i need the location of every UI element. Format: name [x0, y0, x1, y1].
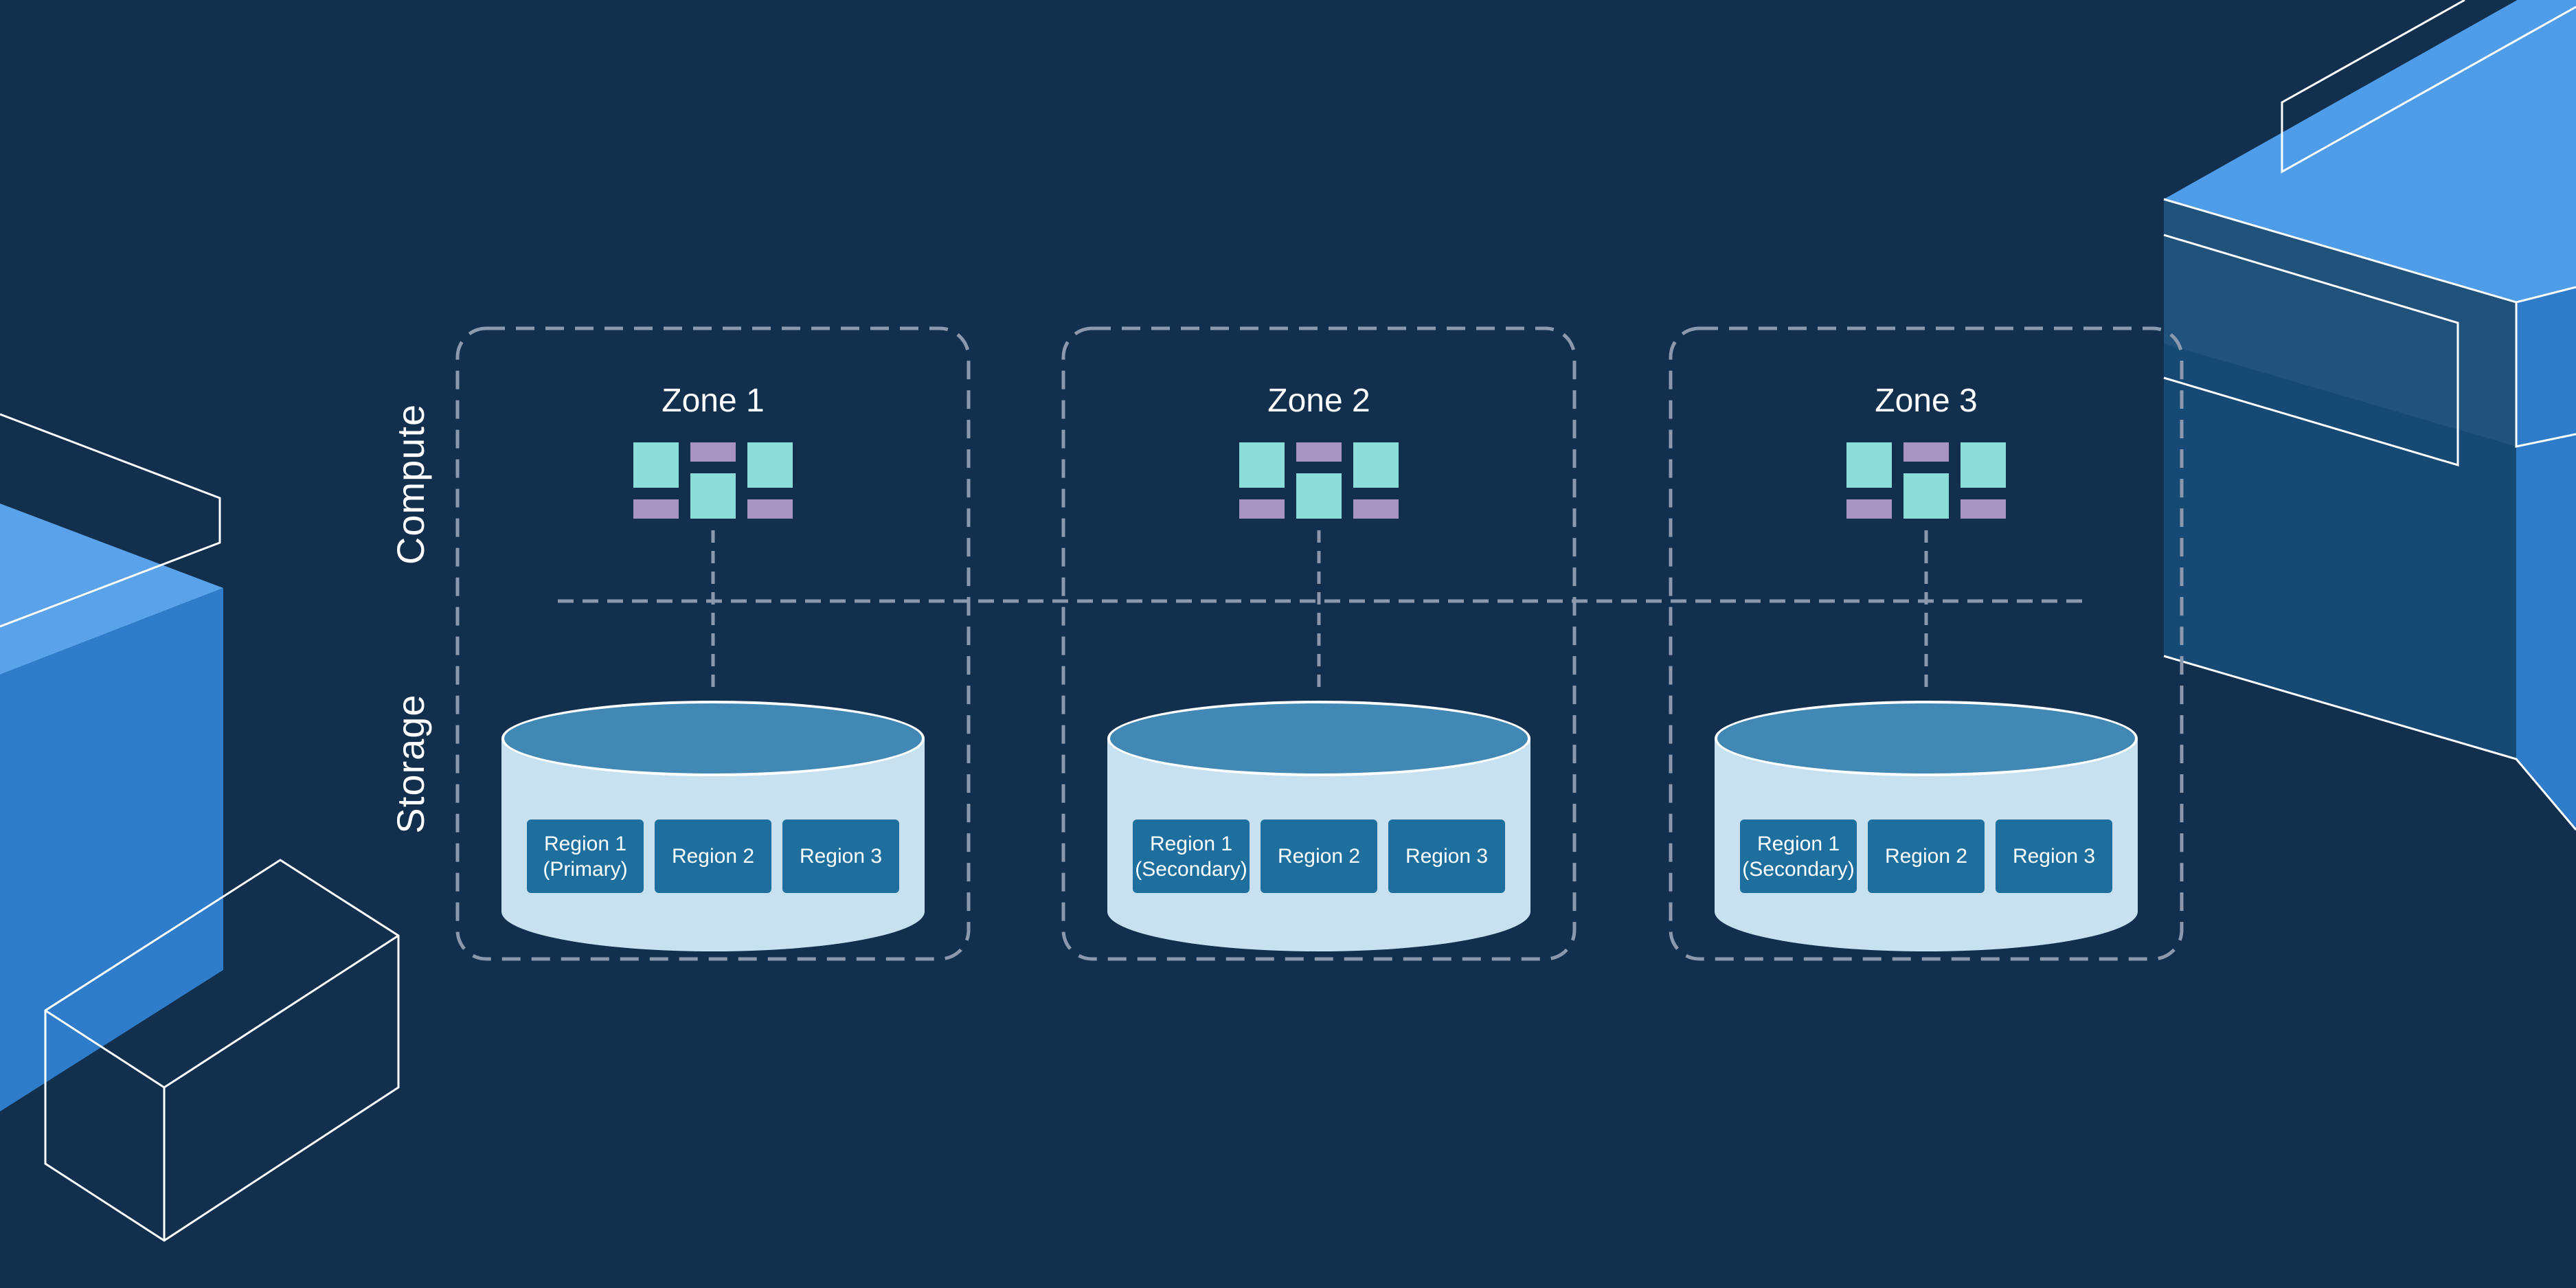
zone-1-title: Zone 1: [662, 383, 765, 419]
compute-block-purple: [690, 442, 736, 462]
compute-column: [633, 442, 679, 519]
region-box: Region 1 (Secondary): [1740, 820, 1857, 893]
compute-column: [1846, 442, 1892, 519]
compute-block-teal: [690, 473, 736, 519]
right-isometric-decoration: [2163, 0, 2576, 831]
compute-block-teal: [1903, 473, 1949, 519]
region-label-line1: Region 1: [543, 832, 627, 855]
zone-2-region-row: Region 1 (Secondary) Region 2 Region 3: [1133, 820, 1505, 893]
compute-row-label: Compute: [379, 361, 441, 608]
right-box-right-face: [2516, 287, 2576, 830]
region-box: Region 3: [1388, 820, 1505, 893]
zone-2-compute-blocks: [1239, 442, 1399, 519]
zone-1: Zone 1 Region 1 (Primary) Region 2 Regio…: [457, 328, 969, 959]
region-label-line2: (Secondary): [1742, 857, 1855, 881]
cylinder-top-ellipse: [1107, 701, 1530, 776]
compute-column: [1903, 442, 1949, 519]
region-label-line2: (Secondary): [1135, 857, 1247, 881]
zone2-dashed-border: [1061, 326, 1577, 961]
region-label-line1: Region 3: [799, 845, 883, 868]
region-label-line1: Region 2: [1277, 845, 1361, 868]
left-isometric-decoration: [0, 413, 400, 1242]
compute-block-purple: [1903, 442, 1949, 462]
compute-block-purple: [1239, 499, 1285, 519]
region-box: Region 2: [1261, 820, 1377, 893]
right-wireframe-box: [2163, 234, 2459, 467]
left-wireframe-slab: [0, 413, 221, 628]
compute-block-teal: [633, 442, 679, 488]
region-box: Region 2: [1868, 820, 1985, 893]
region-box: Region 2: [655, 820, 771, 893]
compute-block-teal: [747, 442, 793, 488]
region-label-line1: Region 3: [2012, 845, 2096, 868]
region-box: Region 1 (Secondary): [1133, 820, 1250, 893]
compute-block-purple: [1296, 442, 1342, 462]
zone-2-storage-cylinder: Region 1 (Secondary) Region 2 Region 3: [1107, 701, 1530, 952]
compute-column: [1353, 442, 1399, 519]
zone-3-compute-blocks: [1846, 442, 2006, 519]
region-label-line2: (Primary): [543, 857, 628, 881]
compute-block-teal: [1961, 442, 2006, 488]
storage-row-label-text: Storage: [388, 694, 432, 834]
zone-3-storage-cylinder: Region 1 (Secondary) Region 2 Region 3: [1715, 701, 2138, 952]
compute-block-teal: [1296, 473, 1342, 519]
zone-3: Zone 3 Region 1 (Secondary) Region 2 Reg…: [1671, 328, 2182, 959]
storage-row-label: Storage: [379, 640, 441, 888]
region-label-line1: Region 3: [1405, 845, 1489, 868]
compute-block-purple: [747, 499, 793, 519]
zone1-dashed-border: [455, 326, 971, 961]
region-label-line1: Region 1: [1756, 832, 1840, 855]
compute-block-purple: [1353, 499, 1399, 519]
compute-column: [1239, 442, 1285, 519]
region-box: Region 3: [782, 820, 899, 893]
cylinder-top-ellipse: [1715, 701, 2138, 776]
region-label-line1: Region 1: [1149, 832, 1233, 855]
compute-row-label-text: Compute: [388, 403, 432, 565]
compute-block-purple: [633, 499, 679, 519]
right-box-edges: [2163, 198, 2576, 831]
compute-block-teal: [1846, 442, 1892, 488]
compute-block-teal: [1239, 442, 1285, 488]
region-box: Region 3: [1996, 820, 2112, 893]
compute-block-teal: [1353, 442, 1399, 488]
compute-block-purple: [1846, 499, 1892, 519]
zone-1-region-row: Region 1 (Primary) Region 2 Region 3: [527, 820, 899, 893]
right-wireframe-slab: [2281, 0, 2576, 174]
zone-2-title: Zone 2: [1267, 383, 1370, 419]
cylinder-top-ellipse: [501, 701, 925, 776]
compute-column: [690, 442, 736, 519]
zone3-dashed-border: [1669, 326, 2184, 961]
right-box-front-face: [2164, 199, 2516, 759]
zone-3-title: Zone 3: [1875, 383, 1978, 419]
zone-1-compute-blocks: [633, 442, 793, 519]
region-label-line1: Region 2: [671, 845, 755, 868]
zone-1-storage-cylinder: Region 1 (Primary) Region 2 Region 3: [501, 701, 925, 952]
left-wireframe-box: [44, 859, 400, 1242]
zone-2: Zone 2 Region 1 (Secondary) Region 2 Reg…: [1063, 328, 1574, 959]
right-box-top-face: [2164, 0, 2576, 302]
zone-3-region-row: Region 1 (Secondary) Region 2 Region 3: [1740, 820, 2112, 893]
left-box-top-face: [0, 504, 223, 675]
compute-column: [1961, 442, 2006, 519]
compute-column: [1296, 442, 1342, 519]
region-box: Region 1 (Primary): [527, 820, 644, 893]
region-label-line1: Region 2: [1884, 845, 1968, 868]
compute-block-purple: [1961, 499, 2006, 519]
compute-column: [747, 442, 793, 519]
left-box-front-face: [0, 588, 223, 1111]
